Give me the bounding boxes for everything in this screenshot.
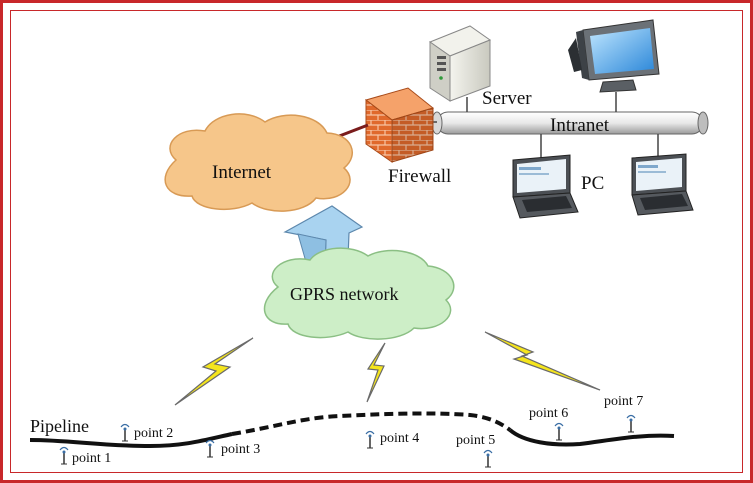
sensor-icon-1 (59, 446, 69, 465)
lightning-icon-3 (484, 331, 601, 391)
gprs-cloud (263, 247, 455, 340)
sensor-icon-5 (483, 449, 493, 468)
sensor-icon-2 (120, 423, 130, 442)
point-label-3: point 3 (221, 442, 260, 457)
point-label-5: point 5 (456, 433, 495, 448)
laptop-icon-2 (631, 153, 694, 216)
point-label-6: point 6 (529, 406, 568, 421)
point-label-4: point 4 (380, 431, 419, 446)
intranet-label: Intranet (550, 115, 610, 136)
server-icon (428, 25, 492, 102)
sensor-icon-3 (205, 439, 215, 458)
sensor-icon-4 (365, 430, 375, 449)
firewall-icon (364, 87, 435, 163)
lightning-icon-2 (366, 342, 386, 403)
pc-label: PC (581, 173, 604, 194)
internet-cloud (164, 113, 354, 212)
point-label-1: point 1 (72, 451, 111, 466)
lightning-icon (174, 337, 254, 406)
laptop-icon (512, 154, 579, 219)
point-label-2: point 2 (134, 426, 173, 441)
pipeline (29, 411, 675, 449)
sensor-icon-7 (626, 414, 636, 433)
inner-frame (10, 10, 743, 473)
sensor-icon-6 (554, 422, 564, 441)
internet-label: Internet (212, 162, 272, 183)
desktop-pc-icon (568, 19, 660, 93)
pipeline-label: Pipeline (30, 416, 89, 436)
intranet-bus (431, 111, 709, 135)
server-label: Server (482, 88, 532, 109)
gprs-label: GPRS network (290, 284, 399, 304)
point-label-7: point 7 (604, 394, 643, 409)
firewall-label: Firewall (388, 166, 451, 187)
